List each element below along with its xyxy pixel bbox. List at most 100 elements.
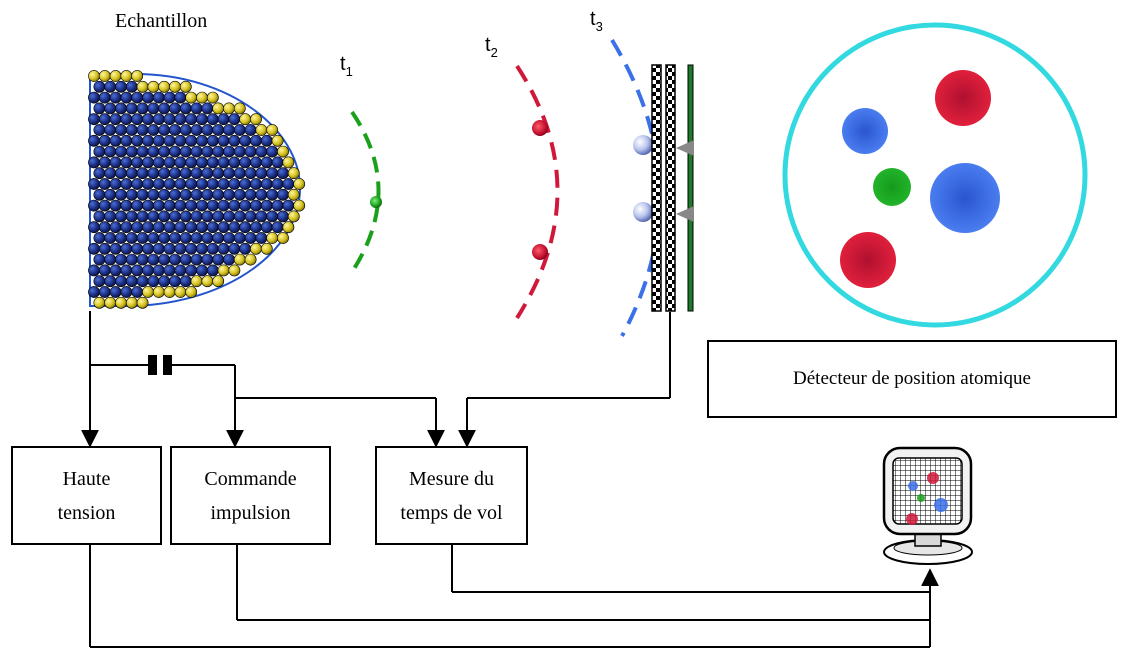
ion-red: [532, 244, 548, 260]
bulk-atom: [244, 210, 257, 223]
bulk-atom: [163, 264, 176, 277]
bulk-atom: [244, 124, 257, 136]
capacitor-symbol: [148, 355, 172, 375]
bulk-atom: [179, 232, 192, 244]
bulk-atom: [163, 113, 176, 126]
bulk-atom: [169, 275, 181, 288]
bulk-atom: [93, 232, 106, 244]
bulk-atom: [125, 124, 138, 136]
bulk-atom: [223, 145, 235, 158]
bulk-atom: [217, 178, 230, 190]
bulk-atom: [244, 167, 257, 180]
surface-atom: [88, 70, 100, 82]
bulk-atom: [250, 134, 262, 147]
surface-atom: [244, 253, 257, 266]
sample-label: Echantillon: [115, 10, 207, 32]
bulk-atom: [174, 91, 187, 104]
detector-ring: [782, 22, 1088, 328]
bulk-atom: [266, 210, 279, 223]
bulk-atom: [131, 91, 144, 104]
bulk-atom: [109, 221, 122, 234]
bulk-atom: [196, 199, 208, 212]
tof-line1: Mesure du: [409, 467, 494, 490]
bulk-atom: [174, 178, 187, 190]
bulk-atom: [147, 145, 160, 158]
bulk-atom: [228, 113, 241, 126]
anode-plate: [687, 64, 694, 312]
bulk-atom: [131, 113, 144, 126]
bulk-atom: [104, 167, 117, 180]
bulk-atom: [185, 221, 198, 234]
surface-atom: [250, 242, 262, 255]
bulk-atom: [266, 145, 279, 158]
surface-atom: [282, 221, 295, 234]
surface-atom: [277, 232, 289, 244]
bulk-atom: [169, 102, 181, 115]
bulk-atom: [136, 167, 149, 180]
surface-atom: [206, 91, 219, 104]
hit-blue: [930, 163, 1000, 233]
bulk-atom: [98, 134, 111, 147]
surface-atom: [233, 253, 246, 266]
bulk-atom: [88, 221, 100, 234]
electron-cloud-marker: [676, 140, 694, 156]
bulk-atom: [206, 134, 219, 147]
bulk-atom: [104, 124, 117, 136]
surface-atom: [147, 80, 160, 93]
bulk-atom: [98, 156, 111, 169]
microchannel-plates: [651, 64, 694, 312]
bulk-atom: [201, 145, 214, 158]
bulk-atom: [169, 188, 181, 201]
bulk-atom: [212, 145, 225, 158]
bulk-atom: [163, 178, 176, 190]
bulk-atom: [169, 232, 181, 244]
bulk-atom: [174, 113, 187, 126]
bulk-atom: [93, 145, 106, 158]
bulk-atom: [104, 210, 117, 223]
bulk-atom: [125, 167, 138, 180]
bulk-atom: [201, 188, 214, 201]
bulk-atom: [142, 221, 154, 234]
bulk-atom: [255, 145, 268, 158]
surface-atom: [287, 188, 300, 201]
sample-tip: [88, 70, 306, 309]
bulk-atom: [179, 188, 192, 201]
surface-atom: [260, 242, 273, 255]
bulk-atom: [228, 242, 241, 255]
surface-atom: [98, 70, 111, 82]
bulk-atom: [125, 210, 138, 223]
bulk-atom: [169, 167, 181, 180]
bulk-atom: [93, 124, 106, 136]
surface-atom: [277, 145, 289, 158]
bulk-atom: [196, 134, 208, 147]
bulk-atom: [212, 253, 225, 266]
bulk-atom: [136, 188, 149, 201]
bulk-atom: [163, 199, 176, 212]
bulk-atom: [120, 221, 133, 234]
surface-atom: [179, 80, 192, 93]
bulk-atom: [115, 210, 127, 223]
hit-red: [935, 70, 991, 126]
high-voltage-line2: tension: [57, 501, 116, 524]
time-label-t1: t1: [340, 53, 353, 79]
bulk-atom: [190, 145, 203, 158]
bulk-atom: [163, 242, 176, 255]
sample-atoms: [88, 70, 306, 309]
detector-label: Détecteur de position atomique: [793, 368, 1031, 389]
bulk-atom: [152, 242, 165, 255]
bulk-atom: [179, 145, 192, 158]
bulk-atom: [88, 286, 100, 298]
bulk-atom: [277, 167, 289, 180]
wavefront-t2: [515, 64, 560, 320]
bulk-atom: [217, 156, 230, 169]
bulk-atom: [152, 199, 165, 212]
surface-atom: [255, 124, 268, 136]
bulk-atom: [152, 91, 165, 104]
bulk-atom: [212, 167, 225, 180]
bulk-atom: [196, 156, 208, 169]
bulk-atom: [93, 80, 106, 93]
bulk-atom: [190, 102, 203, 115]
bulk-atom: [206, 199, 219, 212]
bulk-atom: [206, 242, 219, 255]
bulk-atom: [206, 178, 219, 190]
